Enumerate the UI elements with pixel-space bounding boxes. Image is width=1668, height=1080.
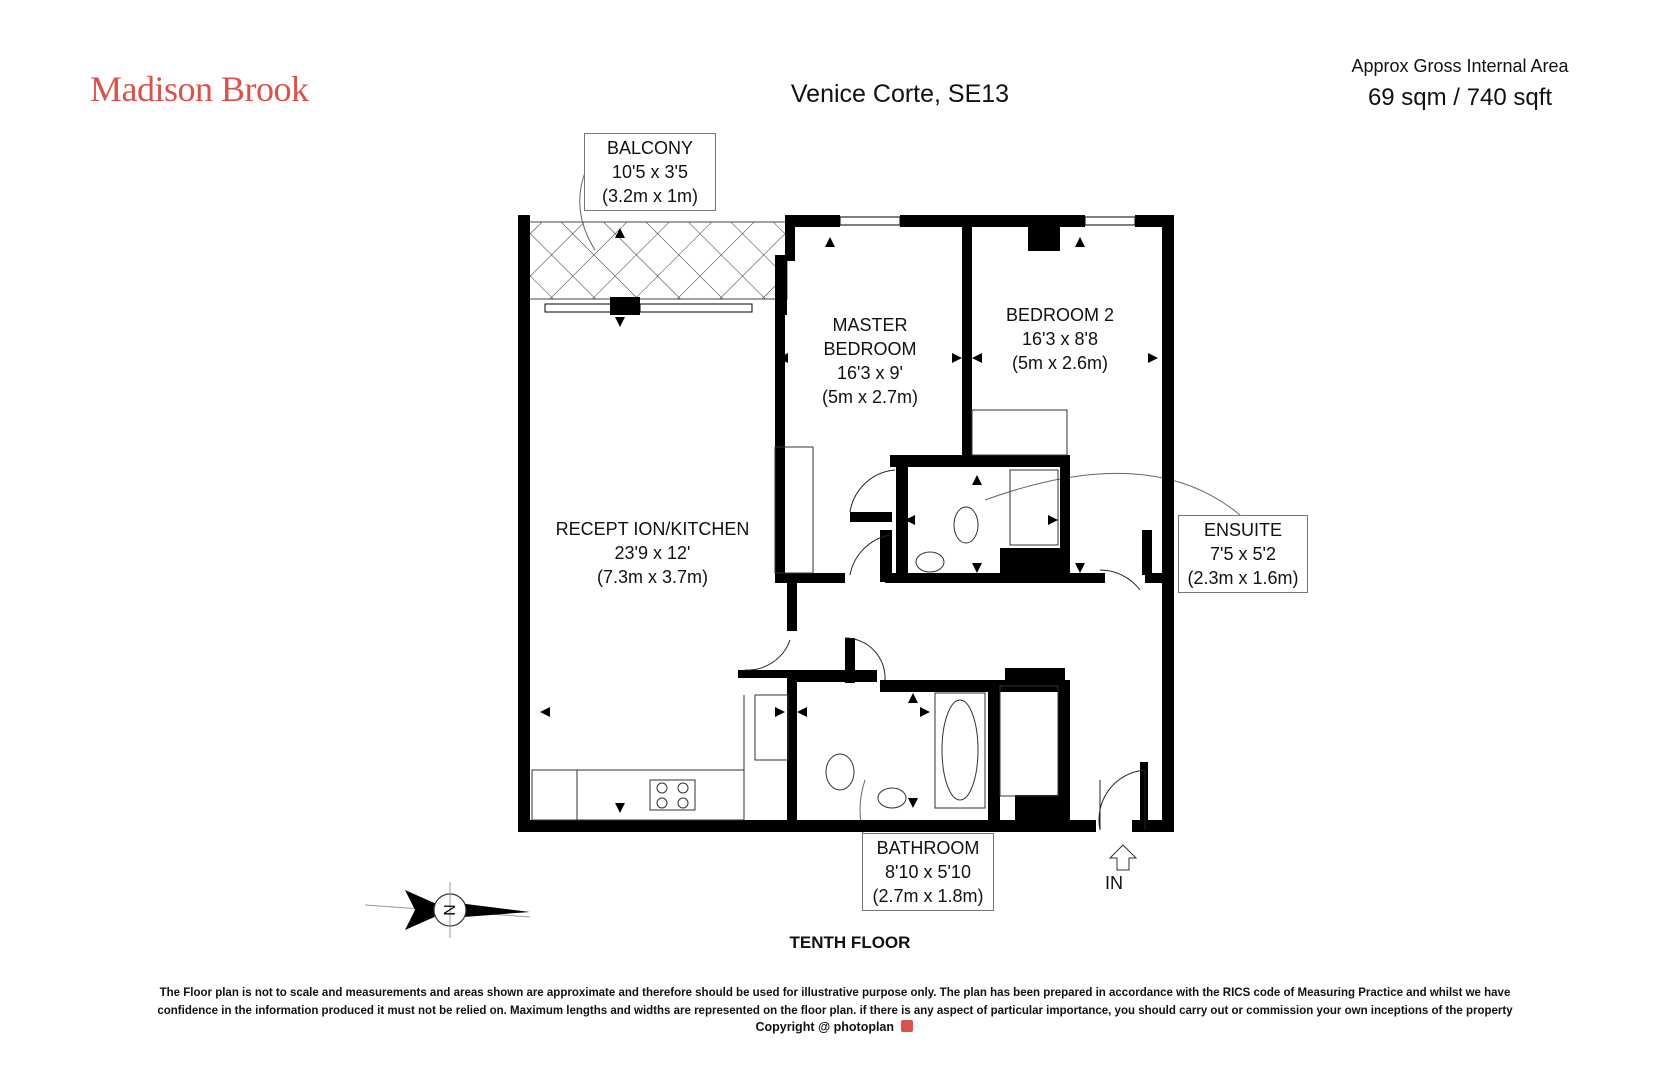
area-value: 69 sqm / 740 sqft bbox=[1367, 84, 1553, 111]
exterior-walls bbox=[518, 215, 1174, 832]
dimension-arrows bbox=[540, 228, 1158, 813]
master-bedroom-label: MASTER BEDROOM 16'3 x 9' (5m x 2.7m) bbox=[821, 315, 918, 407]
area-label: Approx Gross Internal Area bbox=[1351, 56, 1569, 76]
entrance-label: IN bbox=[1105, 873, 1123, 893]
compass-letter: N bbox=[440, 904, 457, 916]
ensuite-label: ENSUITE 7'5 x 5'2 (2.3m x 1.6m) bbox=[1178, 515, 1308, 593]
reception-kitchen-label: RECEPT ION/KITCHEN 23'9 x 12' (7.3m x 3.… bbox=[555, 519, 750, 587]
north-arrow-icon: N bbox=[405, 882, 530, 938]
balcony-pointer bbox=[579, 169, 596, 251]
ensuite-pointer bbox=[984, 472, 1241, 516]
interior-walls bbox=[738, 215, 1174, 830]
photoplan-logo-icon bbox=[900, 1020, 913, 1032]
balcony-area bbox=[524, 221, 788, 300]
copyright: Copyright @ photoplan bbox=[0, 1020, 1668, 1034]
entrance-arrow bbox=[1108, 844, 1138, 871]
balcony-label: BALCONY 10'5 x 3'5 (3.2m x 1m) bbox=[584, 133, 716, 211]
disclaimer: The Floor plan is not to scale and measu… bbox=[157, 987, 1513, 1017]
fixtures bbox=[531, 409, 1068, 821]
balcony-post bbox=[610, 297, 640, 315]
doors bbox=[744, 469, 1146, 831]
floor-label: TENTH FLOOR bbox=[789, 933, 911, 952]
bedroom2-label: BEDROOM 2 16'3 x 8'8 (5m x 2.6m) bbox=[1005, 305, 1115, 373]
brand-logo: Madison Brook bbox=[90, 69, 309, 109]
bathroom-label: BATHROOM 8'10 x 5'10 (2.7m x 1.8m) bbox=[862, 833, 994, 911]
property-title: Venice Corte, SE13 bbox=[790, 80, 1010, 108]
